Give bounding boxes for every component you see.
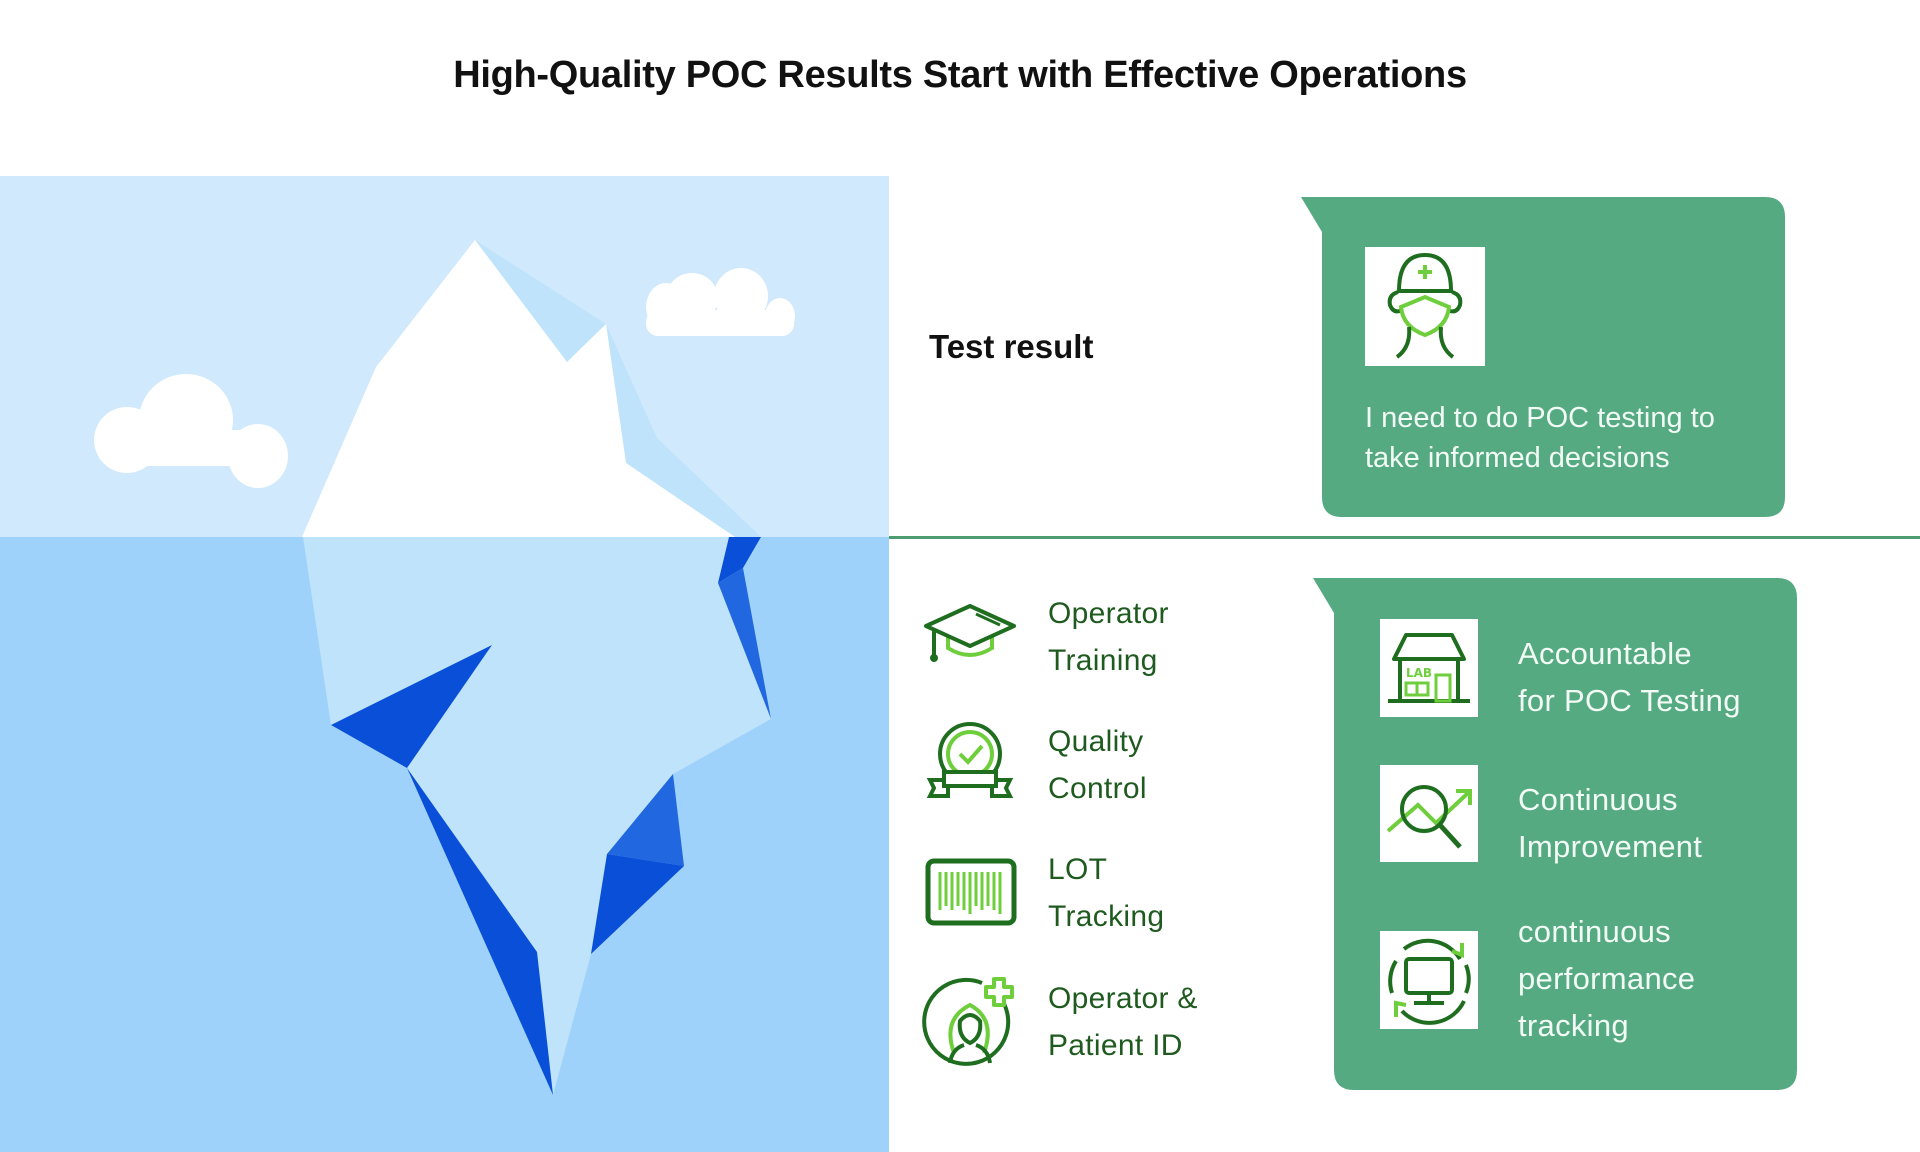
iceberg-underwater [303,537,771,1095]
iceberg-shard [407,768,553,1095]
iceberg-shard [591,854,684,954]
graduation-cap-icon [920,600,1020,670]
operation-label: Training [1048,644,1158,677]
improvement-icon-box [1380,765,1478,862]
operation-item-operator-patient-id: Operator & Patient ID [920,975,1260,1075]
magnifier-trend-icon [1386,785,1472,849]
operation-label: Operator [1048,597,1169,630]
monitor-refresh-icon [1388,938,1471,1025]
masked-healthcare-worker-icon [1387,252,1463,359]
test-result-bubble-text: I need to do POC testing to take informe… [1365,402,1715,474]
operation-label: Control [1048,772,1147,805]
water-line-divider [889,536,1920,539]
barcode-icon [920,858,1020,926]
test-result-label: Test result [929,328,1094,365]
performance-icon-box [1380,931,1478,1029]
test-result-bubble: I need to do POC testing to take informe… [1301,197,1785,517]
operation-item-quality-control: Quality Control [920,718,1260,818]
iceberg-shard [607,774,684,866]
operation-label: Patient ID [1048,1029,1183,1062]
operation-item-operator-training: Operator Training [920,590,1260,690]
iceberg-shard [331,645,492,768]
iceberg-illustration [0,176,889,1152]
cloud-icon [94,374,288,488]
page-title: High-Quality POC Results Start with Effe… [453,54,1467,96]
operations-bubble-item: continuous performance tracking [1518,914,1696,1043]
operation-item-lot-tracking: LOT Tracking [920,846,1260,946]
iceberg-shard [718,537,761,583]
quality-badge-icon [920,720,1020,802]
operation-label: LOT [1048,853,1108,886]
lab-building-icon: LAB [1388,633,1470,703]
operation-label: Tracking [1048,900,1165,933]
patient-id-icon [920,975,1020,1067]
iceberg-top-shadow [475,240,761,537]
healthcare-worker-icon-box [1365,247,1485,366]
operations-bubble: LAB Accountable for POC Testing Continuo… [1313,578,1797,1090]
lab-icon-box: LAB [1380,619,1478,717]
operation-label: Quality [1048,725,1144,758]
cloud-icon [646,268,795,336]
iceberg-shard [718,568,771,719]
svg-text:LAB: LAB [1406,666,1432,680]
operation-label: Operator & [1048,982,1198,1015]
operations-bubble-item: Accountable for POC Testing [1518,636,1741,718]
operations-bubble-item: Continuous Improvement [1518,782,1703,864]
iceberg-top [302,240,735,537]
